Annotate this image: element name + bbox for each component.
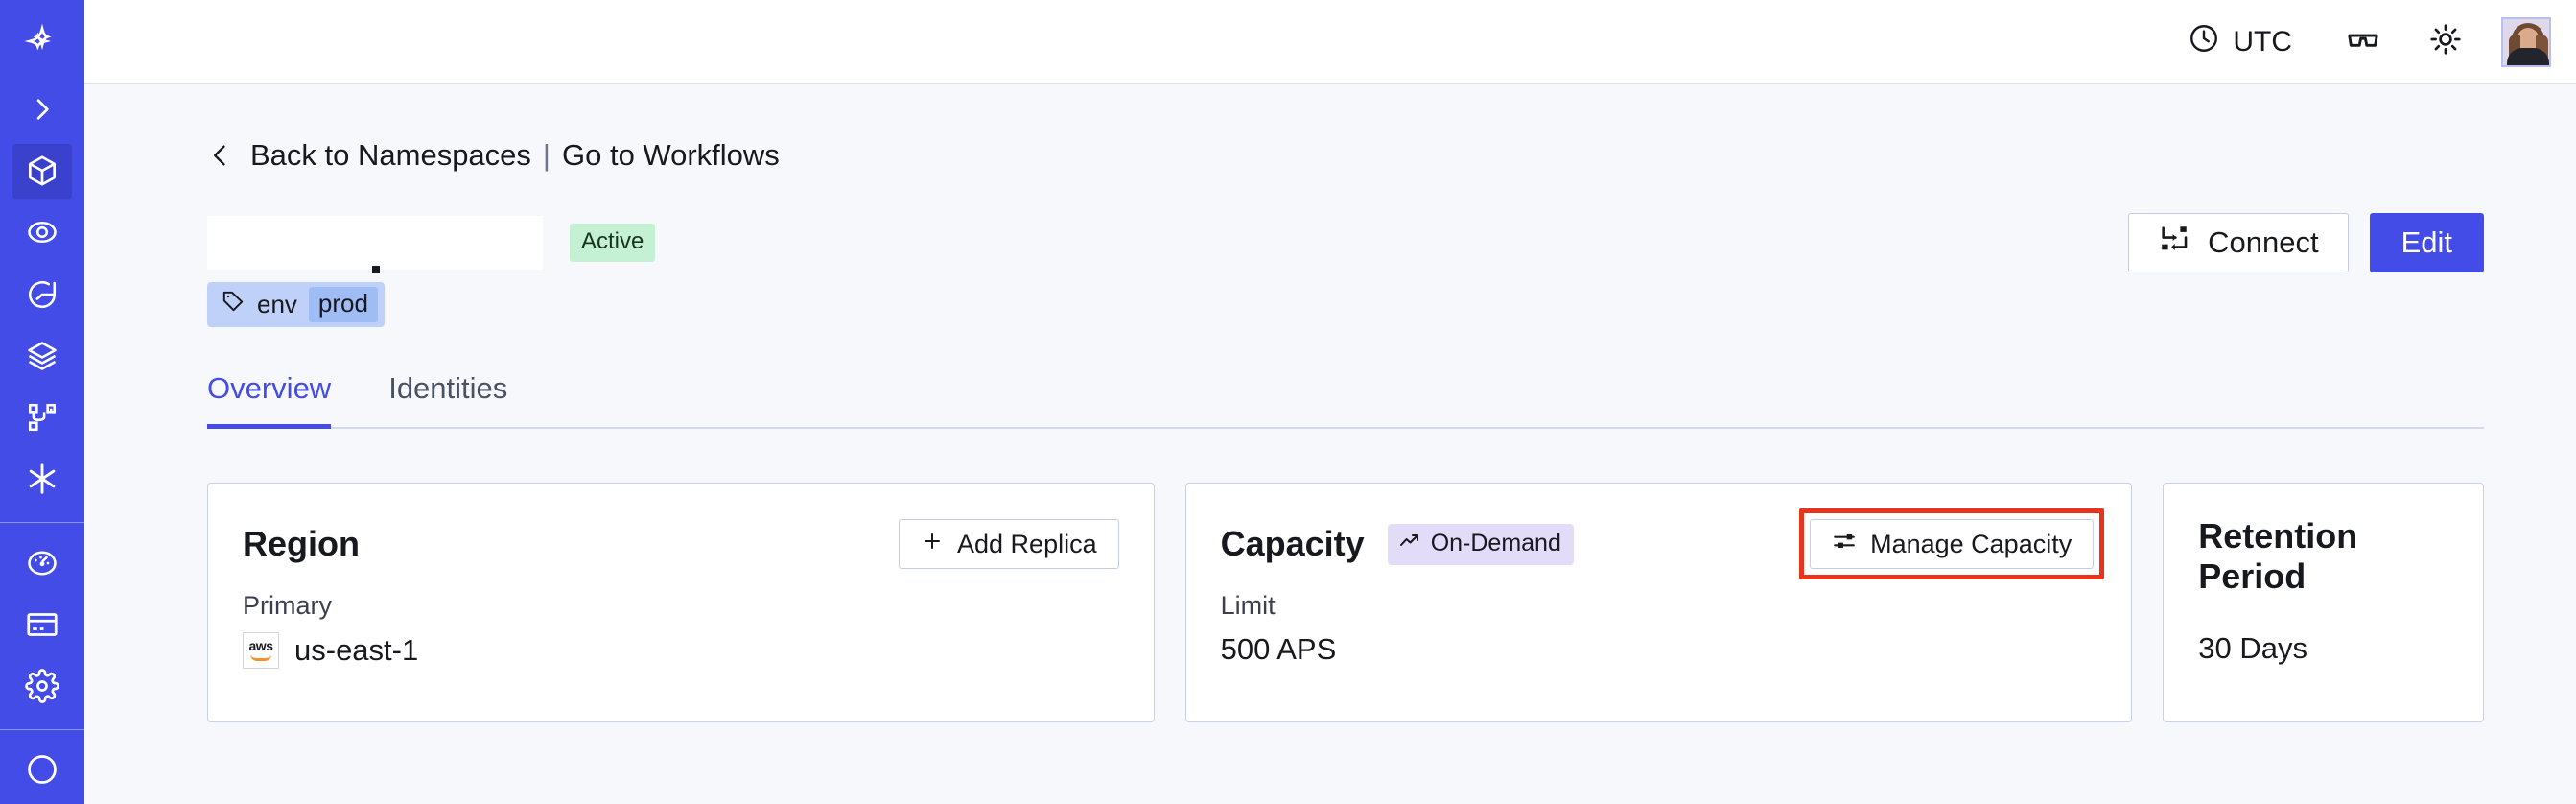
region-card-title: Region: [243, 524, 360, 563]
status-badge: Active: [570, 224, 656, 262]
tab-bar: Overview Identities: [207, 371, 2484, 429]
chevron-right-icon: [27, 94, 58, 125]
clock-icon: [2188, 22, 2220, 62]
sidebar-item-schedules[interactable]: [12, 267, 72, 321]
region-value: us-east-1: [294, 633, 419, 667]
sidebar-item-batch-operations[interactable]: [12, 328, 72, 383]
aws-logo-swoosh: [250, 654, 271, 661]
aws-logo-text: aws: [248, 637, 273, 653]
capacity-card-header: Capacity On-Demand: [1221, 516, 2097, 572]
avatar-face: [2517, 27, 2539, 54]
gear-icon: [25, 669, 59, 703]
top-header: UTC: [84, 0, 2576, 84]
temporal-logo-icon[interactable]: [12, 13, 72, 68]
aws-logo-icon: aws: [243, 632, 279, 669]
add-replica-button[interactable]: Add Replica: [899, 519, 1119, 569]
cube-icon: [24, 153, 60, 189]
capacity-mode-badge: On-Demand: [1387, 523, 1574, 565]
capacity-card: Capacity On-Demand: [1184, 483, 2133, 722]
sliders-icon: [1832, 529, 1857, 560]
edit-button-label: Edit: [2400, 225, 2452, 259]
retention-card-header: Retention Period: [2198, 516, 2448, 597]
namespace-actions: Connect Edit: [2128, 213, 2484, 272]
capacity-limit-label: Limit: [1220, 591, 1276, 620]
retention-card-title: Retention Period: [2198, 516, 2358, 596]
sidebar-item-namespaces[interactable]: [12, 143, 72, 199]
retention-value: 30 Days: [2198, 631, 2307, 665]
breadcrumb-back-link[interactable]: Back to Namespaces: [250, 138, 531, 172]
capacity-mode-label: On-Demand: [1430, 529, 1561, 556]
avatar[interactable]: [2501, 16, 2551, 67]
sidebar-item-integrations[interactable]: [12, 452, 72, 507]
avatar-body: [2507, 47, 2549, 65]
breadcrumb-workflows-link[interactable]: Go to Workflows: [561, 138, 780, 172]
tag-env[interactable]: env prod: [207, 282, 385, 327]
edit-button[interactable]: Edit: [2369, 213, 2484, 272]
sidebar-item-expand[interactable]: [12, 82, 72, 136]
docs-button[interactable]: [2336, 15, 2390, 69]
region-value-row: aws us-east-1: [243, 632, 1119, 669]
sidebar-item-workflows[interactable]: [12, 390, 72, 445]
manage-capacity-button[interactable]: Manage Capacity: [1810, 519, 2095, 569]
region-card-action: Add Replica: [899, 519, 1119, 569]
page-title: [207, 216, 543, 273]
tag-icon: [221, 289, 246, 320]
sun-icon: [2428, 22, 2463, 61]
sidebar-item-settings[interactable]: [12, 659, 72, 714]
glasses-icon: [2345, 21, 2381, 62]
add-replica-label: Add Replica: [957, 529, 1097, 558]
eye-icon: [25, 215, 59, 249]
region-primary-label: Primary: [243, 591, 332, 620]
main-region: UTC: [84, 0, 2576, 804]
tab-overview[interactable]: Overview: [207, 371, 332, 429]
breadcrumb: Back to Namespaces | Go to Workflows: [207, 138, 2484, 173]
manage-capacity-label: Manage Capacity: [1870, 529, 2073, 558]
sidebar-item-observability[interactable]: [12, 205, 72, 260]
page-content: Back to Namespaces | Go to Workflows Act…: [84, 84, 2576, 804]
chevron-left-icon[interactable]: [207, 139, 234, 172]
sidebar-item-usage[interactable]: [12, 535, 72, 590]
gauge-icon: [25, 546, 59, 580]
region-card: Region Add Replica: [207, 483, 1155, 722]
connect-button[interactable]: Connect: [2128, 213, 2349, 272]
manage-capacity-highlight: Manage Capacity: [1799, 508, 2105, 579]
breadcrumb-separator: |: [542, 138, 550, 172]
tab-identities[interactable]: Identities: [388, 371, 508, 405]
overview-cards: Region Add Replica: [207, 483, 2484, 722]
connect-flow-icon: [2158, 223, 2190, 263]
asterisk-icon: [24, 461, 60, 497]
capacity-limit-value: 500 APS: [1220, 632, 1337, 666]
sidebar-item-help[interactable]: [12, 743, 72, 797]
title-redaction-dot: [372, 266, 380, 273]
namespace-title-row: Active Co: [207, 213, 2484, 273]
connect-button-label: Connect: [2208, 225, 2319, 259]
layers-icon: [25, 339, 59, 373]
sidebar-divider-bottom: [0, 728, 84, 730]
trending-up-icon: [1398, 529, 1421, 558]
theme-toggle-button[interactable]: [2419, 15, 2472, 69]
timer-icon: [25, 277, 59, 312]
tag-key: env: [257, 290, 297, 319]
timezone-selector[interactable]: UTC: [2188, 22, 2292, 62]
nodes-icon: [26, 401, 59, 434]
retention-card: Retention Period 30 Days: [2163, 483, 2484, 722]
capacity-card-title: Capacity: [1220, 524, 1365, 563]
help-circle-icon: [25, 752, 59, 787]
plus-icon: [921, 530, 944, 559]
sidebar-divider: [0, 522, 84, 523]
sidebar-item-billing[interactable]: [12, 597, 72, 651]
tag-value: prod: [308, 287, 378, 322]
namespace-tags: env prod: [207, 282, 2484, 327]
timezone-label: UTC: [2233, 25, 2292, 58]
credit-card-icon: [25, 607, 59, 642]
region-card-header: Region Add Replica: [243, 516, 1119, 572]
sidebar-nav: [0, 0, 84, 804]
